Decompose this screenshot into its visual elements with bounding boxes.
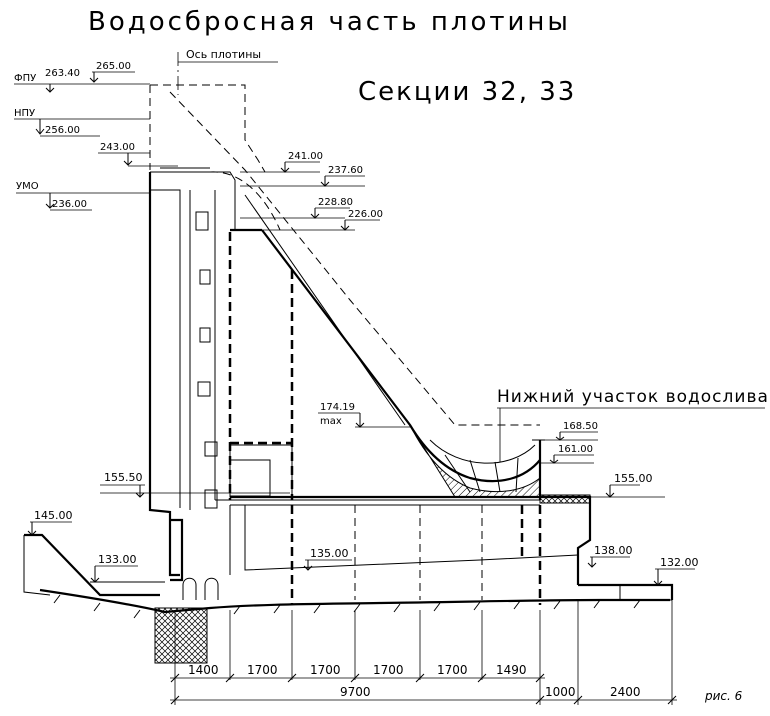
dim-1400: 1400 xyxy=(188,663,219,677)
level-228: 228.80 xyxy=(240,197,353,219)
crest-outline xyxy=(149,84,540,426)
ground-line xyxy=(39,588,670,619)
dim-1000: 1000 xyxy=(545,685,576,699)
level-133-00: 133.00 xyxy=(98,553,137,566)
level-241-00: 241.00 xyxy=(288,151,323,162)
level-umo: УМО 236.00 xyxy=(16,181,150,211)
dim-9700: 9700 xyxy=(340,685,371,699)
level-138-00: 138.00 xyxy=(594,544,633,557)
level-161-00: 161.00 xyxy=(558,444,593,455)
dim-1700-b: 1700 xyxy=(310,663,341,677)
level-132: 132.00 xyxy=(653,556,699,586)
level-fpu: ФПУ 263.40 xyxy=(14,68,150,93)
right-apron xyxy=(578,583,674,601)
level-237: 237.60 xyxy=(240,165,365,187)
level-174-19: 174.19 xyxy=(320,402,355,413)
bottom-culverts xyxy=(170,518,219,600)
level-138: 138.00 xyxy=(587,544,633,568)
dim-2400: 2400 xyxy=(610,685,641,699)
level-132-00: 132.00 xyxy=(660,556,699,569)
lower-section-callout: Нижний участок водослива xyxy=(497,387,769,462)
foundation-slab xyxy=(229,494,592,605)
lower-section-label: Нижний участок водослива xyxy=(497,387,769,407)
level-161: 161.00 xyxy=(540,444,594,464)
level-243: 243.00 xyxy=(98,142,178,167)
dam-axis-label: Ось плотины xyxy=(186,48,261,61)
level-243-00: 243.00 xyxy=(100,142,135,153)
drawing-subtitle: Секции 32, 33 xyxy=(358,77,576,107)
level-226-00: 226.00 xyxy=(348,209,383,220)
level-174: 174.19 max xyxy=(318,402,412,428)
level-155-5: 155.50 xyxy=(100,471,290,498)
figure-label: рис. 6 xyxy=(704,689,743,703)
dimension-lines: 1400 1700 1700 1700 1700 1490 9700 1000 … xyxy=(170,600,677,705)
level-135: 135.00 xyxy=(303,547,352,571)
npu-tag: НПУ xyxy=(14,108,35,119)
level-145-00: 145.00 xyxy=(34,509,73,522)
dim-1700-d: 1700 xyxy=(437,663,468,677)
level-135-00: 135.00 xyxy=(310,547,349,560)
dam-body xyxy=(148,167,540,577)
fpu-tag: ФПУ xyxy=(14,73,36,84)
level-226: 226.00 xyxy=(262,209,383,231)
level-237-60: 237.60 xyxy=(328,165,363,176)
level-155-50: 155.50 xyxy=(104,471,143,484)
spillway-chute xyxy=(244,194,545,500)
drawing-title: Водосбросная часть плотины xyxy=(88,7,571,37)
level-155-00: 155.00 xyxy=(614,472,653,485)
dam-axis: Ось плотины xyxy=(177,48,278,95)
level-241: 241.00 xyxy=(240,151,323,173)
level-236-00: 236.00 xyxy=(52,199,87,210)
dim-1490: 1490 xyxy=(496,663,527,677)
dim-1700-c: 1700 xyxy=(373,663,404,677)
umo-tag: УМО xyxy=(16,181,39,192)
level-256-00: 256.00 xyxy=(45,125,80,136)
level-174-note: max xyxy=(320,416,342,427)
level-168: 168.50 xyxy=(540,421,598,441)
level-top: 265.00 xyxy=(89,61,135,83)
level-263-40: 263.40 xyxy=(45,68,80,79)
level-265-00: 265.00 xyxy=(96,61,131,72)
level-145: 145.00 xyxy=(27,509,73,536)
dim-1700-a: 1700 xyxy=(247,663,278,677)
level-133: 133.00 xyxy=(90,553,138,583)
level-168-50: 168.50 xyxy=(563,421,598,432)
level-228-80: 228.80 xyxy=(318,197,353,208)
level-npu: НПУ 256.00 xyxy=(14,108,150,137)
level-155: 155.00 xyxy=(590,472,665,498)
left-apron xyxy=(23,533,208,664)
